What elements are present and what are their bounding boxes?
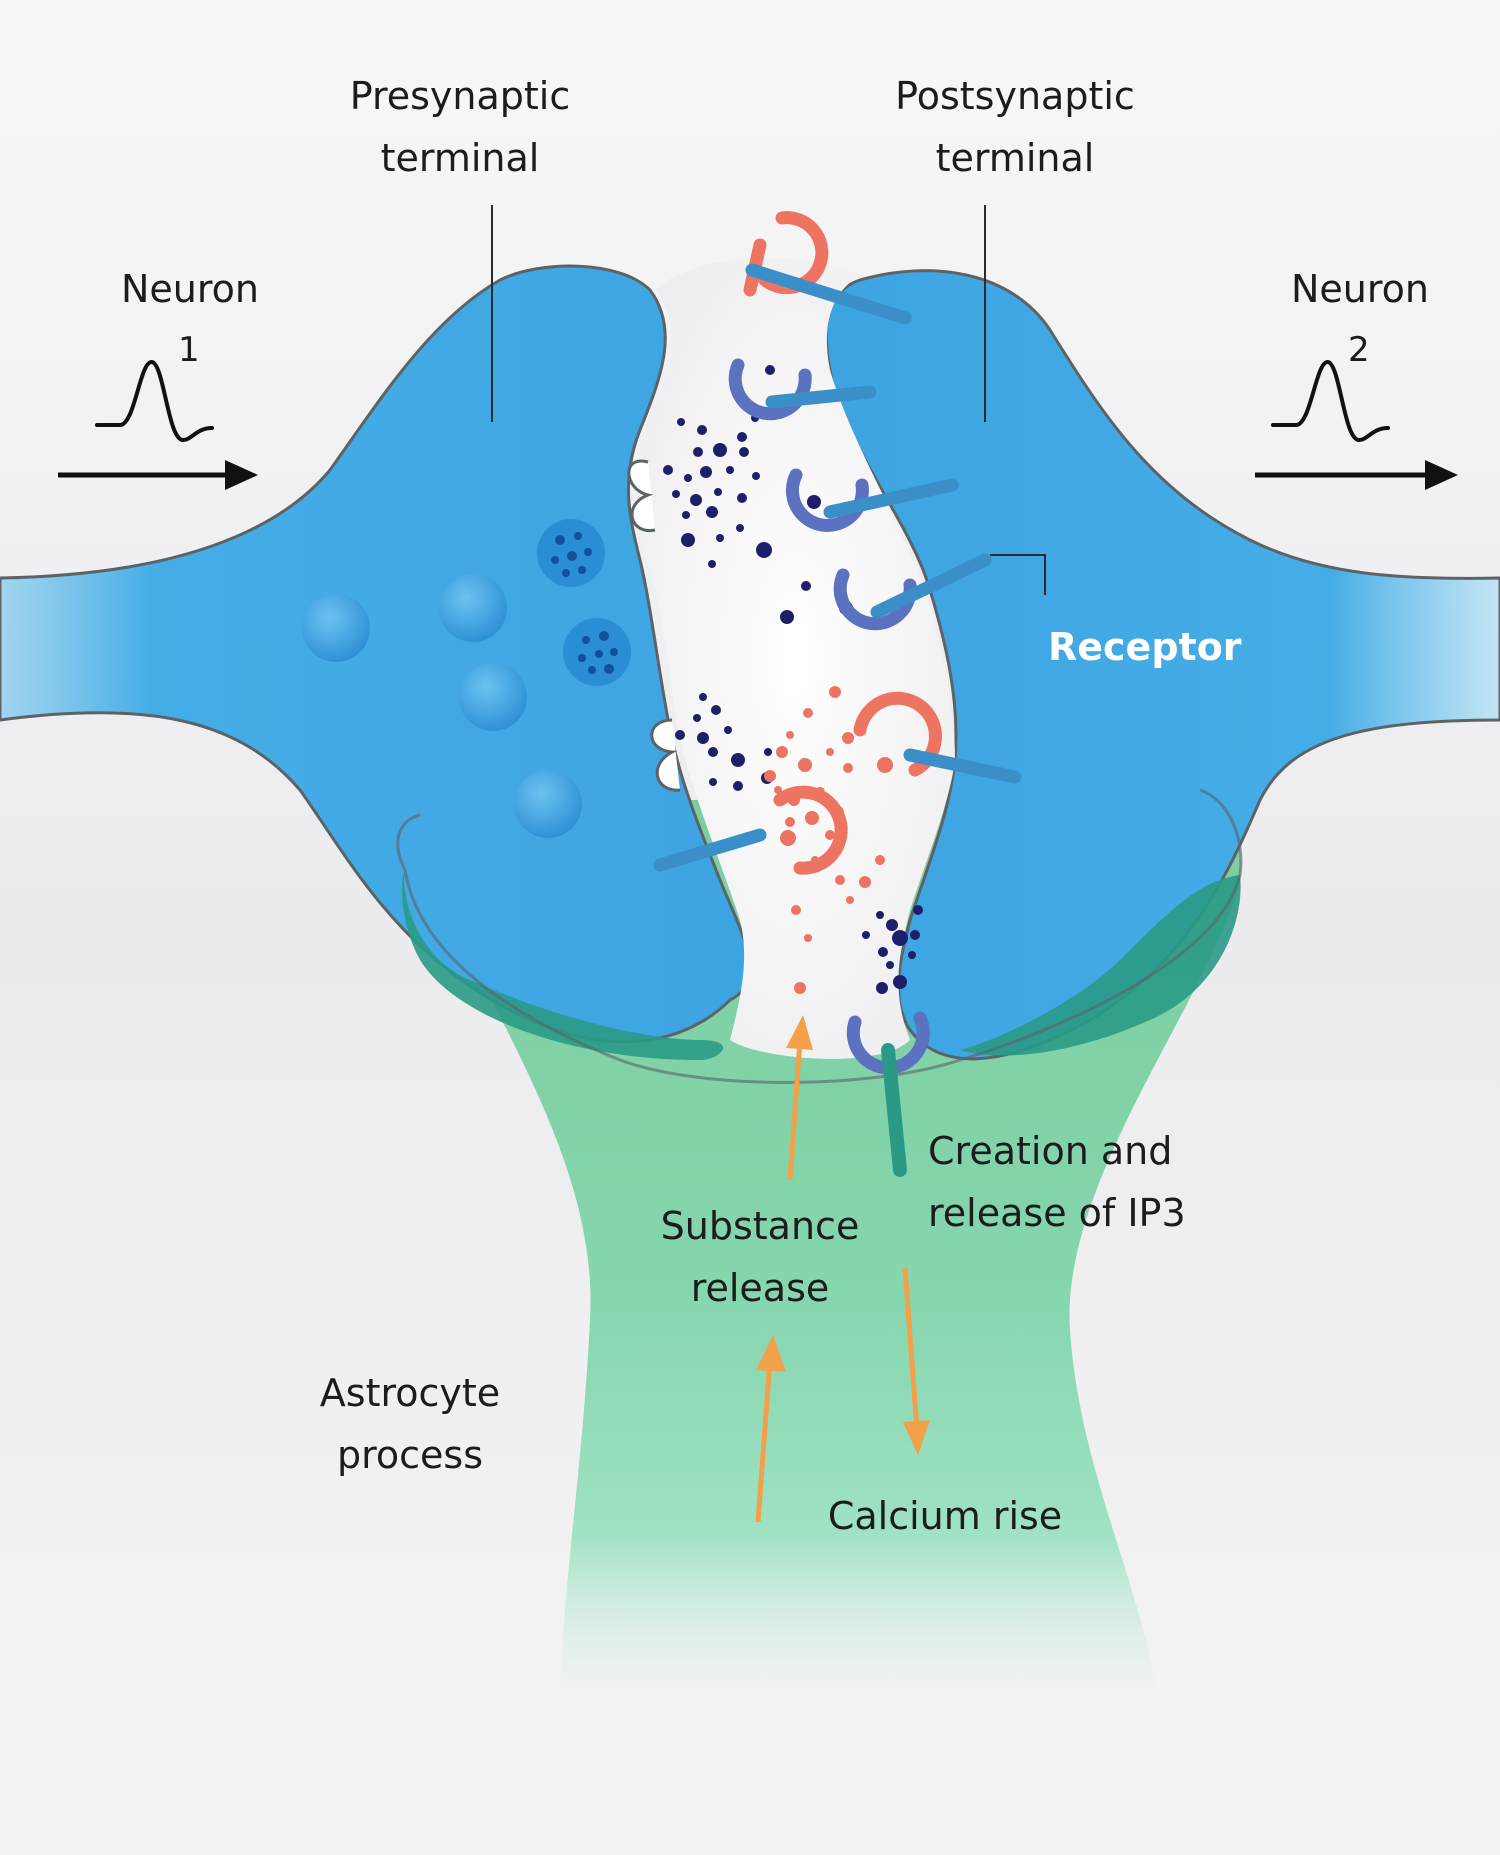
vesicle (459, 663, 527, 731)
action-potential-left-icon (95, 360, 214, 443)
synaptic-cleft (635, 257, 955, 1059)
fusing-vesicle-bottom (650, 718, 681, 792)
upward-arrow-icon (755, 1335, 786, 1523)
ip3-label-line1: Creation and (928, 1129, 1173, 1173)
action-potential-right-icon (1271, 360, 1390, 443)
substance-release-line2: release (690, 1266, 830, 1310)
astrocyte-label: Astrocyte process (290, 1362, 530, 1486)
ip3-label-line2: release of IP3 (928, 1191, 1186, 1235)
neuron2-label: Neuron (1290, 267, 1429, 311)
vesicle-with-transmitter (563, 618, 631, 686)
receptor-blue (846, 1011, 930, 1177)
receptor-label: Receptor (1048, 625, 1242, 669)
receptor-blue (833, 553, 992, 631)
vesicle (439, 574, 507, 642)
leader-lines (491, 205, 1046, 595)
astrocyte-endfoot-left (402, 870, 724, 1060)
presynaptic-neuron (0, 264, 752, 1044)
neuron2-number: 2 (1348, 330, 1370, 370)
receptor-blue (785, 468, 959, 532)
neuron1-number: 1 (178, 330, 200, 370)
ip3-label: Creation and release of IP3 (928, 1120, 1186, 1244)
postsynaptic-label-line1: Postsynaptic (895, 74, 1135, 118)
presynaptic-label-line1: Presynaptic (349, 74, 571, 118)
neuron1-label: Neuron (120, 267, 259, 311)
receptor-red (743, 211, 912, 325)
vesicle-with-transmitter (537, 519, 605, 587)
neurotransmitter-dots-navy (663, 414, 923, 994)
substance-release-arrow-icon (786, 1015, 813, 1181)
postsynaptic-label-line2: terminal (935, 136, 1095, 180)
vesicle (514, 770, 582, 838)
presynaptic-label: Presynaptic terminal (330, 65, 590, 189)
astrocyte-endfoot-right (960, 875, 1241, 1056)
receptor-red (853, 691, 1022, 784)
astrocyte-label-line1: Astrocyte (319, 1371, 501, 1415)
calcium-rise-arrow-icon (902, 1267, 930, 1455)
postsynaptic-label: Postsynaptic terminal (870, 65, 1160, 189)
presynaptic-label-line2: terminal (380, 136, 540, 180)
astrocyte-outline (403, 788, 1243, 1084)
substance-release-label: Substance release (640, 1195, 880, 1319)
astrocyte-label-line2: process (336, 1433, 484, 1477)
signal-arrow-left-icon (58, 460, 258, 490)
receptor-red (653, 785, 848, 875)
fusing-vesicle-top (627, 459, 656, 533)
vesicle (302, 594, 370, 662)
substance-release-line1: Substance (660, 1204, 860, 1248)
signal-arrow-right-icon (1255, 460, 1458, 490)
calcium-rise-label: Calcium rise (827, 1494, 1063, 1538)
receptor-blue (728, 358, 877, 421)
